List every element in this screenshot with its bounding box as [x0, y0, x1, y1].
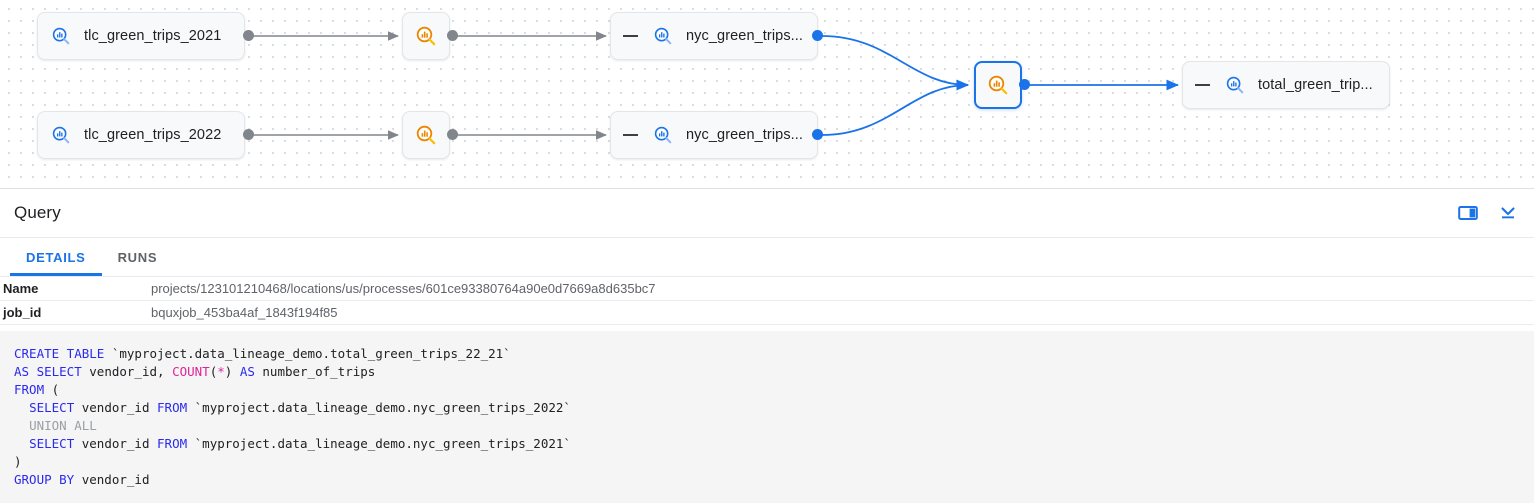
lineage-node-label: nyc_green_trips...: [686, 28, 804, 44]
lineage-node-tlc-green-trips-2021[interactable]: tlc_green_trips_2021: [37, 12, 245, 60]
lineage-graph-canvas[interactable]: tlc_green_trips_2021 tlc_green_trips_202…: [0, 0, 1534, 188]
table-search-icon: [50, 25, 72, 47]
query-details-panel: Query DETAILS RUNS Name projects/1231012…: [0, 188, 1534, 503]
detail-key: Name: [3, 281, 39, 296]
sql-line: CREATE TABLE `myproject.data_lineage_dem…: [14, 346, 511, 361]
sql-line: GROUP BY vendor_id: [14, 472, 150, 487]
sql-line: FROM (: [14, 382, 60, 397]
lineage-node-process-2[interactable]: [402, 111, 450, 159]
process-search-icon: [986, 73, 1010, 97]
collapse-node-button[interactable]: [623, 35, 638, 37]
lineage-node-label: tlc_green_trips_2022: [84, 127, 222, 143]
lineage-node-process-selected[interactable]: [974, 61, 1022, 109]
tab-runs[interactable]: RUNS: [117, 249, 158, 265]
lineage-node-tlc-green-trips-2022[interactable]: tlc_green_trips_2022: [37, 111, 245, 159]
edge-nyc2021-proc3: [821, 35, 970, 91]
sql-line: SELECT vendor_id FROM `myproject.data_li…: [29, 436, 571, 451]
collapse-down-icon[interactable]: [1498, 203, 1518, 223]
node-output-port[interactable]: [812, 30, 823, 41]
table-search-icon: [1224, 74, 1246, 96]
sql-line: AS SELECT vendor_id, COUNT(*) AS number_…: [14, 364, 376, 379]
node-output-port[interactable]: [243, 129, 254, 140]
table-row: Name projects/123101210468/locations/us/…: [0, 277, 1534, 301]
lineage-node-process-1[interactable]: [402, 12, 450, 60]
lineage-node-label: tlc_green_trips_2021: [84, 28, 222, 44]
lineage-node-label: nyc_green_trips...: [686, 127, 804, 143]
process-search-icon: [414, 24, 438, 48]
edge-nyc2022-proc3: [821, 79, 970, 136]
table-search-icon: [652, 124, 674, 146]
lineage-node-label: total_green_trip...: [1258, 77, 1373, 93]
sql-line: SELECT vendor_id FROM `myproject.data_li…: [29, 400, 571, 415]
detail-key: job_id: [3, 305, 42, 320]
collapse-node-button[interactable]: [1195, 84, 1210, 86]
lineage-node-nyc-green-trips-2022[interactable]: nyc_green_trips...: [610, 111, 818, 159]
node-output-port[interactable]: [1019, 79, 1030, 90]
panel-header-actions: [1458, 203, 1518, 223]
table-search-icon: [50, 124, 72, 146]
lineage-node-total-green-trips[interactable]: total_green_trip...: [1182, 61, 1390, 109]
detail-value: projects/123101210468/locations/us/proce…: [151, 281, 656, 296]
tab-details[interactable]: DETAILS: [10, 238, 102, 276]
node-output-port[interactable]: [447, 129, 458, 140]
lineage-edges: [248, 31, 1180, 140]
panel-title: Query: [14, 203, 61, 222]
detail-value: bquxjob_453ba4af_1843f194f85: [151, 305, 338, 320]
details-table: Name projects/123101210468/locations/us/…: [0, 277, 1534, 325]
sql-line: ): [14, 454, 22, 469]
split-panel-icon[interactable]: [1458, 203, 1478, 223]
process-search-icon: [414, 123, 438, 147]
panel-tabs: DETAILS RUNS: [0, 238, 1534, 277]
lineage-node-nyc-green-trips-2021[interactable]: nyc_green_trips...: [610, 12, 818, 60]
node-output-port[interactable]: [812, 129, 823, 140]
panel-header: Query: [0, 189, 1534, 238]
sql-query-code[interactable]: CREATE TABLE `myproject.data_lineage_dem…: [0, 331, 1534, 503]
table-search-icon: [652, 25, 674, 47]
collapse-node-button[interactable]: [623, 134, 638, 136]
node-output-port[interactable]: [243, 30, 254, 41]
sql-line: UNION ALL: [29, 418, 97, 433]
table-row: job_id bquxjob_453ba4af_1843f194f85: [0, 301, 1534, 325]
node-output-port[interactable]: [447, 30, 458, 41]
